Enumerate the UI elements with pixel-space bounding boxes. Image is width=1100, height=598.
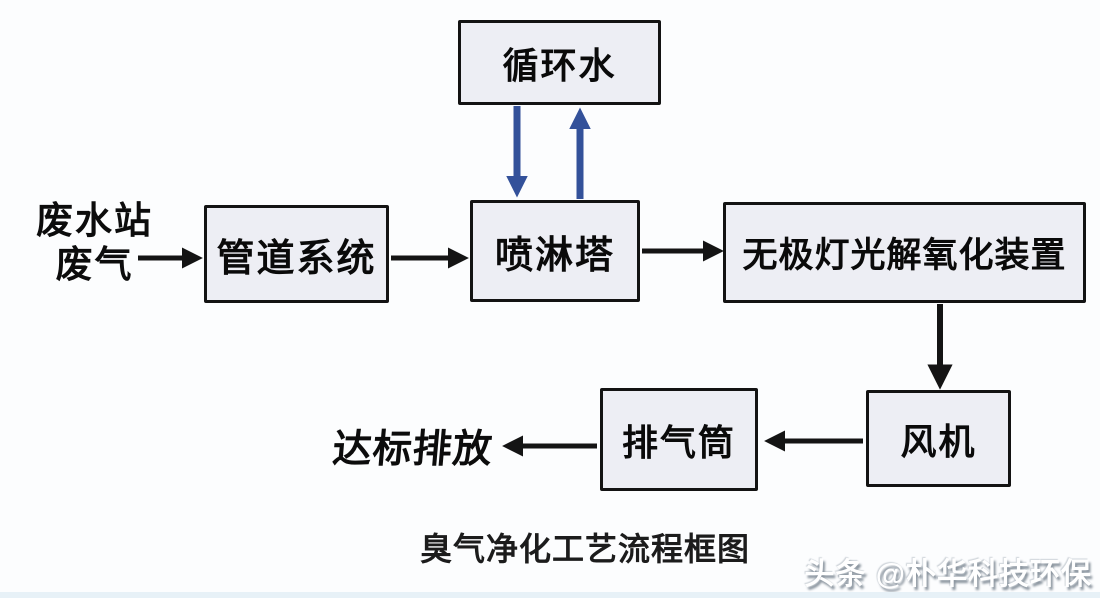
node-pipe-system: 管道系统 — [204, 205, 389, 303]
source-label-waste-gas: 废水站 废气 — [36, 201, 153, 286]
node-exhaust-stack: 排气筒 — [600, 388, 758, 491]
node-circulating-water: 循环水 — [458, 20, 661, 105]
bottom-edge-strip — [0, 592, 1100, 598]
diagram-title: 臭气净化工艺流程框图 — [419, 531, 750, 567]
watermark-text: 头条 @朴华科技环保 — [804, 558, 1092, 591]
output-label-compliant-discharge: 达标排放 — [330, 428, 495, 471]
node-fan: 风机 — [866, 390, 1011, 487]
node-spray-tower: 喷淋塔 — [470, 200, 640, 302]
node-photolysis-oxidation-unit: 无极灯光解氧化装置 — [723, 202, 1086, 303]
